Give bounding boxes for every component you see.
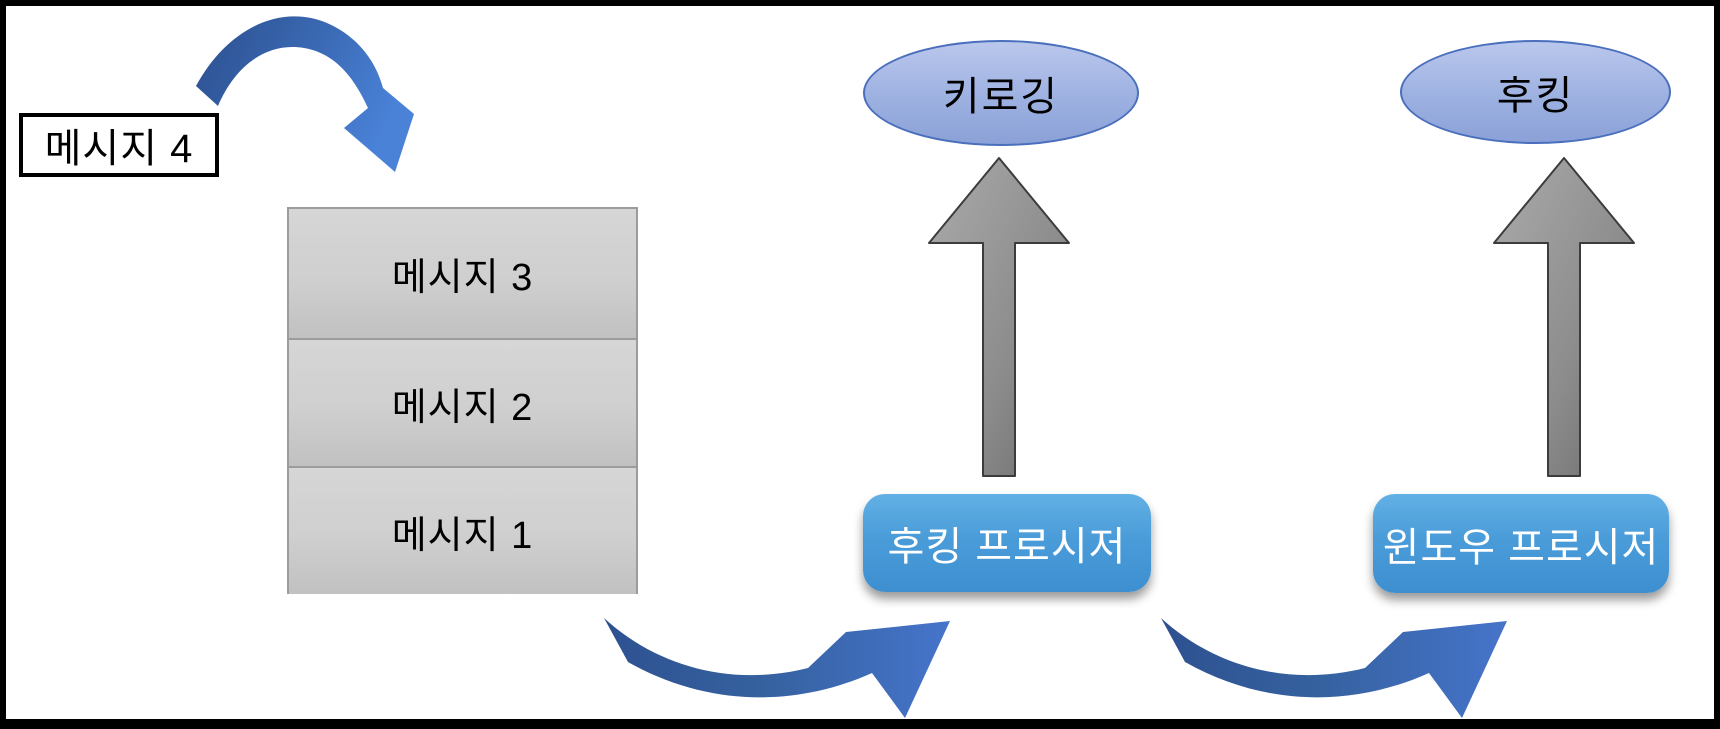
arrows-layer: [196, 16, 1635, 718]
swoosh-arrow-hooking-to-window-procedure: [1161, 618, 1507, 718]
stack-row-message3: 메시지 3: [289, 209, 636, 338]
swoosh-arrow-stack-to-hooking-procedure: [604, 618, 950, 718]
stack-row-label: 메시지 1: [391, 514, 534, 557]
message4-box: 메시지 4: [19, 113, 219, 177]
window-procedure-box: 윈도우 프로시저: [1373, 494, 1669, 593]
up-arrow-hooking: [1493, 157, 1635, 477]
message-stack: 메시지 3 메시지 2 메시지 1: [287, 207, 638, 594]
ellipse-hooking: 후킹: [1400, 40, 1671, 144]
stack-row-label: 메시지 3: [391, 257, 534, 299]
hooking-procedure-box: 후킹 프로시저: [863, 494, 1151, 592]
stack-row-label: 메시지 2: [391, 386, 534, 429]
hooking-procedure-label: 후킹 프로시저: [887, 525, 1127, 569]
ellipse-keylogging: 키로깅: [863, 40, 1139, 146]
up-arrow-keylogging: [928, 157, 1070, 477]
ellipse-keylogging-label: 키로깅: [942, 75, 1060, 119]
stack-row-message2: 메시지 2: [289, 338, 636, 466]
stack-row-message1: 메시지 1: [289, 466, 636, 594]
window-procedure-label: 윈도우 프로시저: [1382, 525, 1660, 570]
curved-arrow-message4-to-stack: [196, 16, 414, 172]
message4-label: 메시지 4: [44, 127, 194, 171]
ellipse-hooking-label: 후킹: [1496, 74, 1575, 118]
